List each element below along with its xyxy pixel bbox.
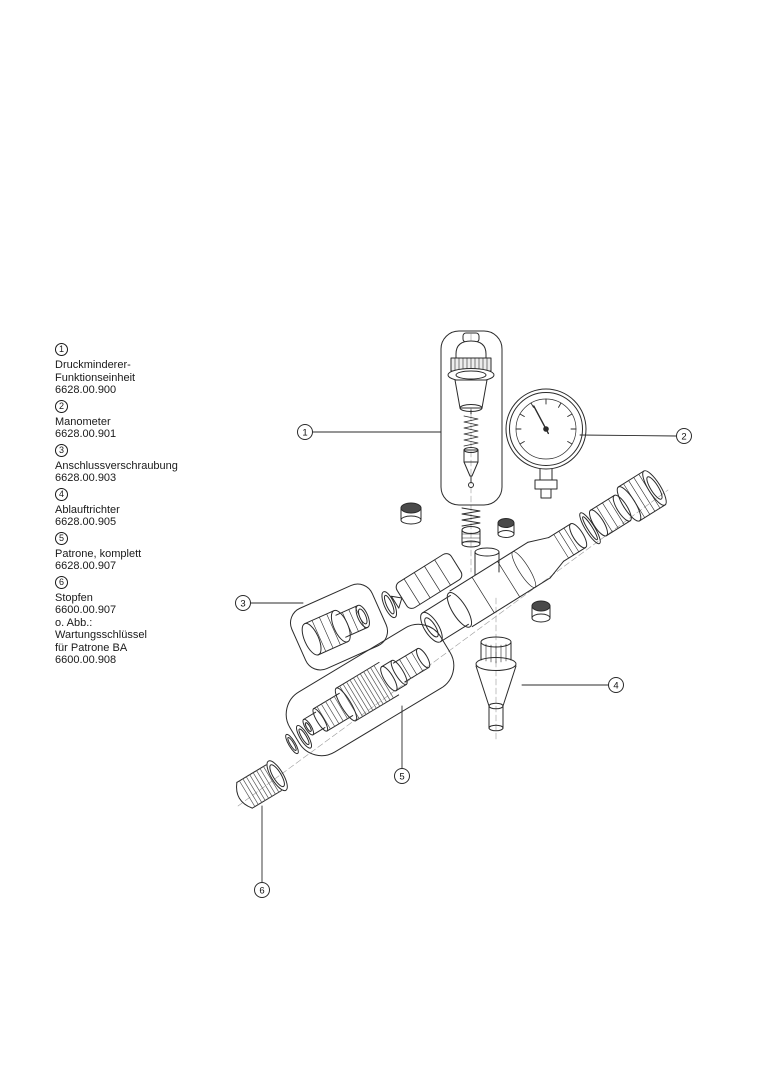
legend-note: Wartungsschlüssel: [55, 629, 147, 641]
part-number: 6628.00.907: [55, 560, 117, 572]
cartridge-part: [285, 623, 455, 757]
callout-4-label: 4: [613, 681, 618, 692]
union-fitting-part: [290, 583, 398, 671]
callout-2: 2: [676, 428, 692, 444]
union-nut: [616, 470, 667, 522]
part-name: Stopfen: [55, 591, 93, 604]
funnel-part: [475, 636, 517, 732]
callout-2-label: 2: [681, 432, 686, 443]
plug-small-2: [497, 518, 515, 538]
callout-5-label: 5: [399, 772, 404, 783]
valve-body: [420, 470, 667, 643]
part-number: 6628.00.901: [55, 428, 117, 440]
callout-5: 5: [394, 768, 410, 784]
plug-small-1: [400, 502, 422, 525]
leader-2: [579, 434, 677, 437]
legend-number-4: 4: [55, 487, 68, 501]
part-name: Anschlussverschraubung: [55, 459, 178, 472]
part-number: 6600.00.907: [55, 604, 117, 616]
cap-part: [236, 760, 288, 809]
callout-3-label: 3: [240, 599, 245, 610]
part-name: Patrone, komplett: [55, 547, 142, 560]
part-number: 6628.00.900: [55, 384, 117, 396]
legend-note: für Patrone BA: [55, 641, 128, 654]
cap-orings: [285, 724, 313, 755]
legend-note: 6600.00.908: [55, 654, 117, 666]
part-name: Manometer: [55, 415, 111, 428]
parts-legend: 1 Druckminderer- Funktionseinheit 6628.0…: [55, 342, 178, 670]
part-name: Ablauftrichter: [55, 503, 120, 516]
legend-number-2: 2: [55, 399, 68, 413]
legend-item-1: 1 Druckminderer- Funktionseinheit 6628.0…: [55, 343, 178, 397]
body-bracket: [390, 553, 463, 609]
body-top-boss: [474, 547, 500, 576]
callout-3: 3: [235, 595, 251, 611]
legend-number-5: 5: [55, 531, 68, 545]
cartridge-enclosure: [285, 623, 455, 757]
function-unit-enclosure: [440, 330, 503, 506]
legend-item-2: 2 Manometer 6628.00.901: [55, 399, 178, 441]
callout-1-label: 1: [302, 428, 307, 439]
legend-item-4: 4 Ablauftrichter 6628.00.905: [55, 487, 178, 529]
legend-number-1: 1: [55, 343, 68, 356]
callout-4: 4: [608, 677, 624, 693]
part-name: Funktionseinheit: [55, 371, 136, 384]
legend-item-3: 3 Anschlussverschraubung 6628.00.903: [55, 443, 178, 485]
fitting-oring: [381, 591, 398, 619]
manometer-gauge: [505, 388, 587, 499]
callout-1: 1: [297, 424, 313, 440]
callout-circles: 1 2 3 4 5 6: [235, 424, 692, 898]
centerlines: [237, 333, 669, 807]
union-fitting-enclosure: [290, 583, 388, 671]
callout-6: 6: [254, 882, 270, 898]
legend-item-5: 5 Patrone, komplett 6628.00.907: [55, 531, 178, 573]
part-name: Druckminderer-: [55, 359, 131, 371]
part-number: 6628.00.903: [55, 472, 117, 484]
function-unit-part: [440, 330, 503, 506]
callout-6-label: 6: [259, 886, 264, 897]
legend-item-6: 6 Stopfen 6600.00.907 o. Abb.: Wartungss…: [55, 575, 178, 667]
callout-leaders: [250, 431, 677, 883]
legend-note: o. Abb.:: [55, 616, 93, 629]
part-number: 6628.00.905: [55, 516, 117, 528]
spring-and-seat: [461, 507, 481, 548]
legend-number-6: 6: [55, 575, 68, 589]
legend-number-3: 3: [55, 443, 68, 457]
plug-small-3: [531, 600, 551, 623]
